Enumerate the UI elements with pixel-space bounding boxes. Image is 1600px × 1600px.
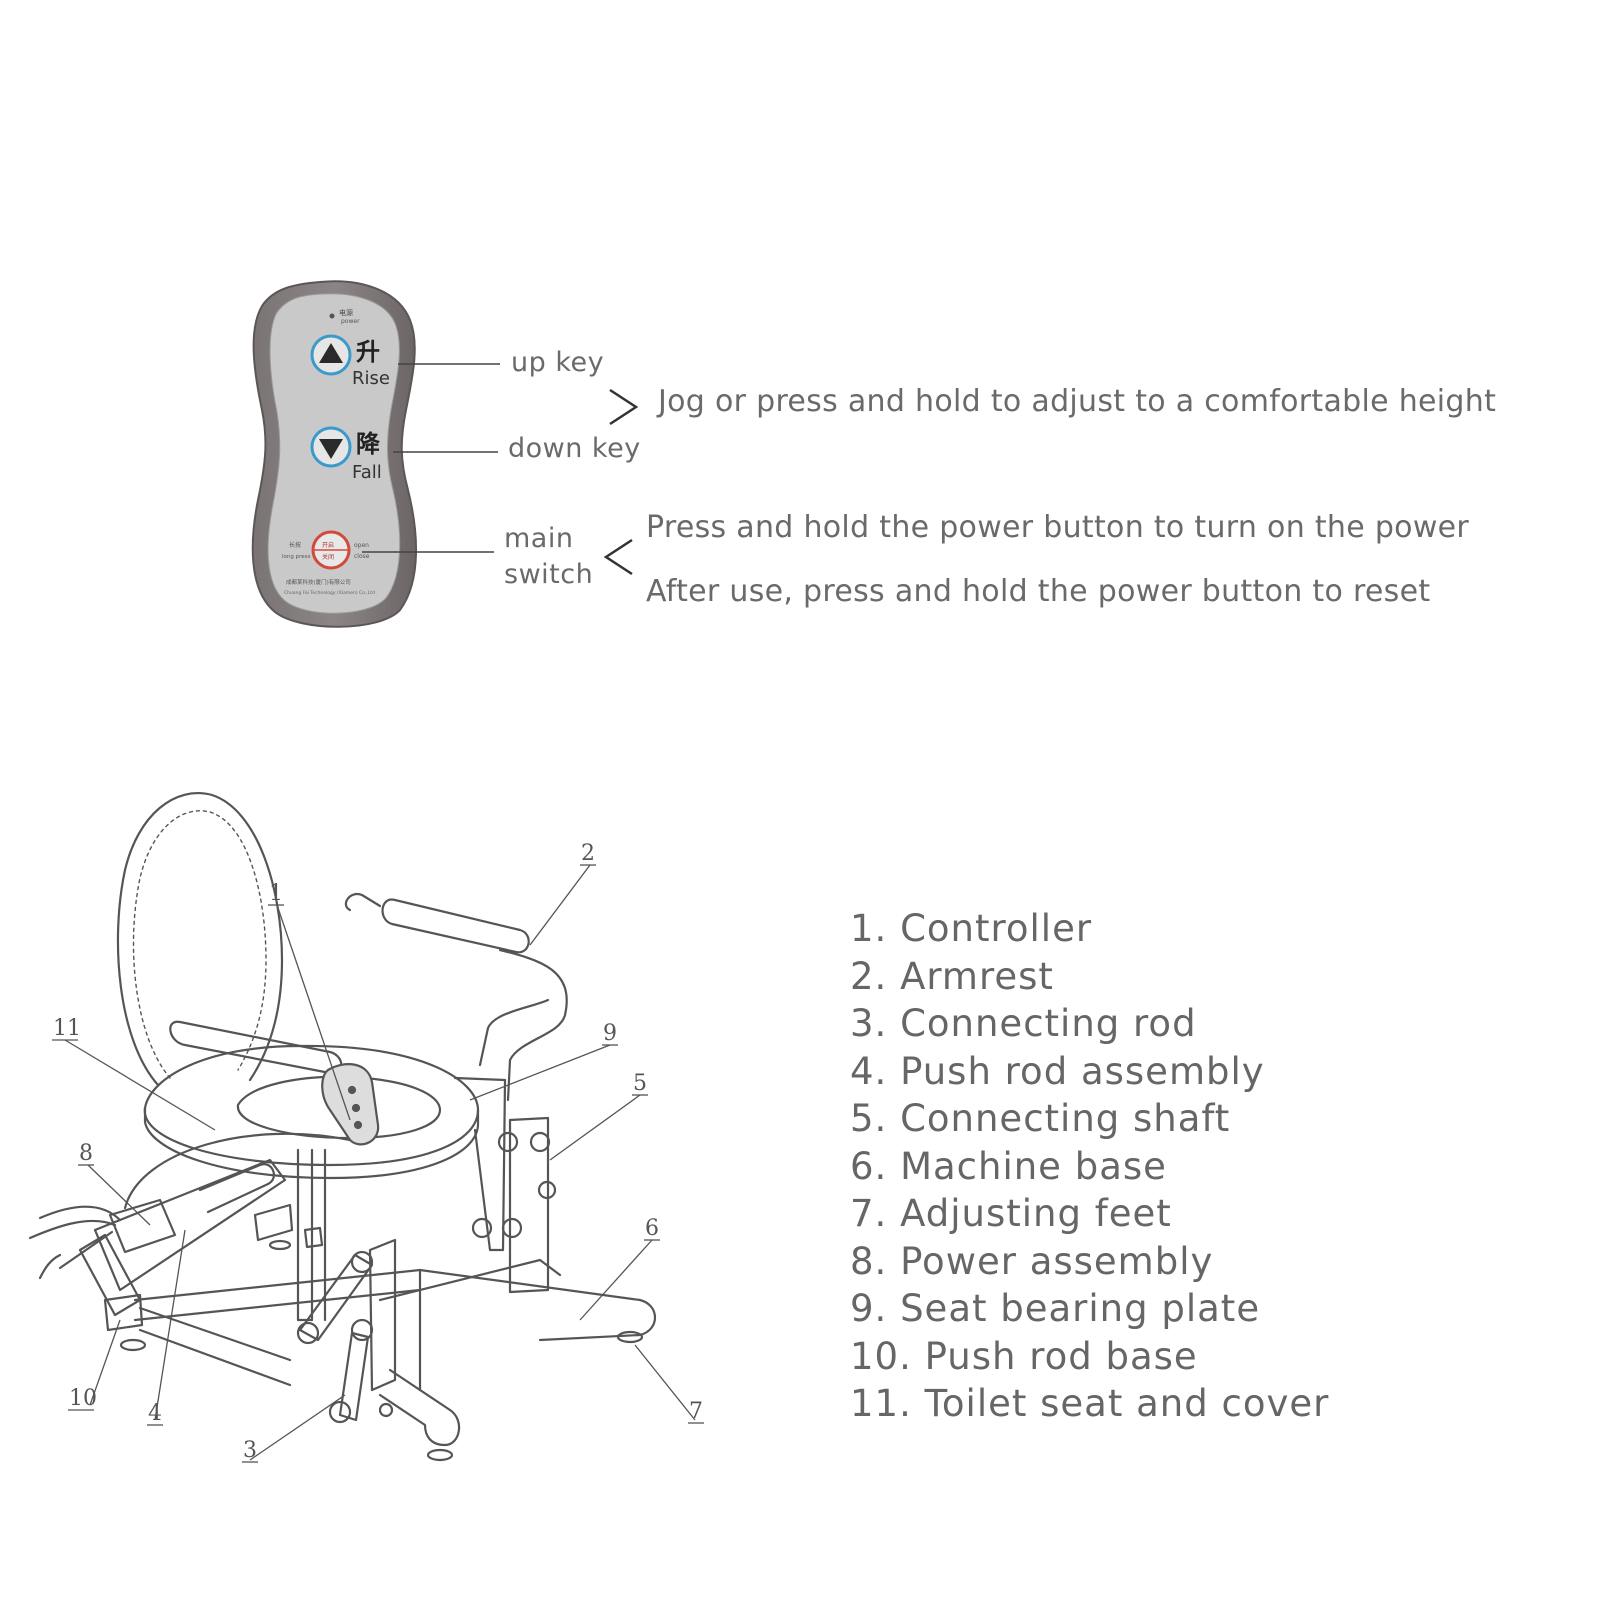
switch-close-en: close xyxy=(354,553,370,560)
reset-description: After use, press and hold the power butt… xyxy=(646,574,1431,609)
power-indicator-icon xyxy=(329,313,335,319)
seat-controller xyxy=(321,1063,380,1146)
power-on-description: Press and hold the power button to turn … xyxy=(646,510,1470,545)
switch-close-cn: 关闭 xyxy=(322,553,334,561)
remote-controller: 电源 power 升 Rise 降 Fall 开启 关闭 长按 long pre… xyxy=(251,280,639,628)
callout-11: 11 xyxy=(53,1016,81,1041)
rise-en-label: Rise xyxy=(352,368,390,389)
right-armrest xyxy=(344,892,568,1102)
parts-list: 1. Controller 2. Armrest 3. Connecting r… xyxy=(850,905,1329,1428)
parts-list-item: 3. Connecting rod xyxy=(850,1002,1197,1045)
connecting-rod xyxy=(296,1238,397,1424)
fall-en-label: Fall xyxy=(352,462,382,483)
parts-list-item: 4. Push rod assembly xyxy=(850,1049,1265,1093)
company-en: Chuang Fai Technology (Xiamen) Co.,Ltd xyxy=(284,590,375,596)
parts-list-item: 6. Machine base xyxy=(850,1144,1167,1188)
parts-list-item: 10. Push rod base xyxy=(850,1334,1198,1378)
rise-cn-label: 升 xyxy=(356,338,380,366)
push-rod-assembly xyxy=(78,1158,287,1317)
callout-8: 8 xyxy=(79,1141,93,1166)
up-key-button[interactable] xyxy=(310,334,352,376)
fall-cn-label: 降 xyxy=(356,430,381,458)
main-switch-label-line2: switch xyxy=(504,559,594,590)
main-switch-label-line1: main xyxy=(504,523,574,554)
callout-2: 2 xyxy=(581,841,595,866)
company-cn: 成都某科技(厦门)有限公司 xyxy=(286,578,351,586)
long-press-cn: 长按 xyxy=(289,541,301,549)
callout-6: 6 xyxy=(645,1216,659,1241)
long-press-en: long press xyxy=(282,554,310,560)
callout-4: 4 xyxy=(148,1401,162,1426)
power-assembly xyxy=(28,1132,352,1280)
callout-10: 10 xyxy=(69,1386,97,1411)
parts-list-item: 5. Connecting shaft xyxy=(850,1097,1231,1140)
up-arrow-icon xyxy=(319,343,343,363)
callout-7: 7 xyxy=(689,1399,703,1424)
remote-power-en: power xyxy=(341,318,360,325)
parts-list-item: 11. Toilet seat and cover xyxy=(850,1382,1330,1425)
right-bracket-icon xyxy=(609,388,639,426)
machine-base xyxy=(133,1258,656,1447)
up-key-label: up key xyxy=(511,347,605,378)
parts-list-item: 7. Adjusting feet xyxy=(850,1192,1172,1235)
left-bracket-icon xyxy=(603,538,633,576)
callout-3: 3 xyxy=(243,1438,257,1463)
seat-bearing-plate xyxy=(453,1076,507,1252)
lift-toilet-diagram: 1 2 3 4 5 6 7 8 9 10 11 xyxy=(28,792,704,1463)
down-key-label: down key xyxy=(508,433,641,464)
remote-power-cn: 电源 xyxy=(339,308,353,317)
callout-5: 5 xyxy=(633,1071,647,1096)
switch-open-cn: 开启 xyxy=(322,541,334,549)
toilet-lid xyxy=(116,792,284,1087)
jog-description: Jog or press and hold to adjust to a com… xyxy=(658,384,1497,419)
callout-9: 9 xyxy=(603,1021,617,1046)
main-switch-button[interactable] xyxy=(311,530,351,570)
parts-list-item: 9. Seat bearing plate xyxy=(850,1287,1261,1330)
parts-list-item: 2. Armrest xyxy=(850,954,1054,998)
down-arrow-icon xyxy=(319,439,343,459)
down-key-button[interactable] xyxy=(310,426,352,468)
callout-1: 1 xyxy=(269,881,283,906)
push-rod-base xyxy=(103,1293,144,1332)
parts-list-item: 8. Power assembly xyxy=(850,1239,1214,1283)
switch-open-en: open xyxy=(354,542,369,549)
parts-list-item: 1. Controller xyxy=(850,907,1093,950)
adjusting-feet xyxy=(119,1239,644,1462)
